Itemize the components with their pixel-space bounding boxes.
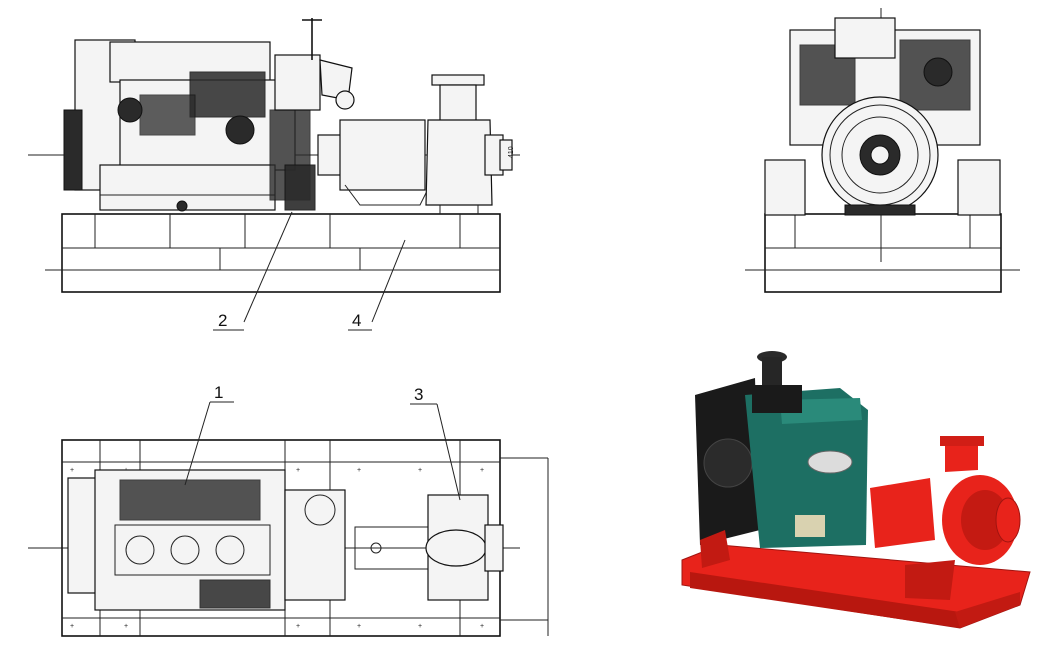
bearing-housing [339,119,426,191]
svg-text:+: + [480,467,484,474]
engine-side [63,18,355,212]
callout-1-leader [184,401,211,486]
svg-text:+: + [70,623,74,630]
dimension-label: 410 [508,146,515,158]
svg-text:+: + [70,467,74,474]
bearing-frame [870,478,935,548]
callout-2: 2 [218,311,227,330]
svg-text:+: + [296,623,300,630]
pump-side: 410 [425,74,515,214]
coupling-guard [317,134,344,176]
svg-text:+: + [357,623,361,630]
callout-3-leader [436,403,461,501]
pump-set-photo [681,351,1031,629]
callout-3: 3 [414,385,423,404]
callout-4: 4 [352,311,361,330]
svg-text:+: + [418,623,422,630]
callout-4-leader [371,239,406,323]
svg-text:+: + [357,467,361,474]
svg-text:+: + [418,467,422,474]
end-base-frame [764,213,1002,293]
svg-text:+: + [480,623,484,630]
base-frame [61,213,501,293]
engine-body [745,388,868,548]
end-elevation-drawing [745,8,1020,293]
callout-2-leader [243,211,293,323]
plan-view-drawing: ++ ++ ++ ++ ++ ++ 1 3 [28,383,549,637]
side-elevation-drawing: 410 2 4 [28,18,520,331]
callout-1: 1 [214,383,223,402]
svg-text:+: + [124,623,128,630]
svg-text:+: + [296,467,300,474]
